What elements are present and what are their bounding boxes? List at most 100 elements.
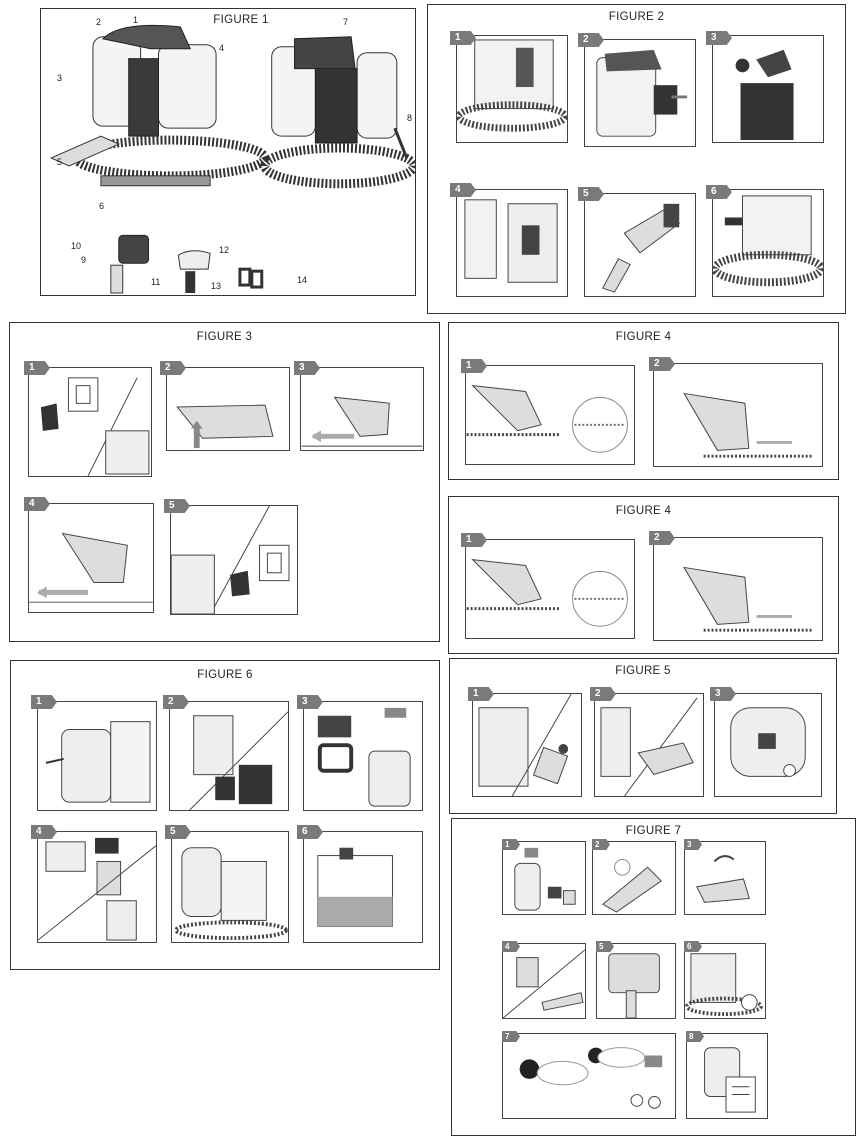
figure-2-step-4-number: 4: [450, 183, 476, 197]
figure-7-step-1-number: 1: [502, 839, 520, 850]
figure-7-title: FIGURE 7: [625, 825, 682, 837]
figure-6-step-1: [37, 701, 157, 811]
figure-2-step-1-number: 1: [450, 31, 476, 45]
figure-7-step-6: [684, 943, 766, 1019]
figure-3-step-1: [28, 367, 152, 477]
figure-6-step-1-number: 1: [31, 695, 57, 709]
figure-6-step-6-number: 6: [297, 825, 323, 839]
figure-5-step-3-number: 3: [710, 687, 736, 701]
figure-2-step-3: [712, 35, 824, 143]
figure-7-step-3-number: 3: [684, 839, 702, 850]
nozzle-head-illustration: [608, 953, 660, 1018]
figure-5-step-1-number: 1: [468, 687, 494, 701]
figure-4b-step-1-number: 1: [461, 533, 487, 547]
figure-4b-title: FIGURE 4: [615, 505, 672, 517]
figure-6-step-4-number: 4: [31, 825, 57, 839]
figure-6-step-3: [303, 701, 423, 811]
callout-9: 9: [81, 255, 87, 265]
figure-6-step-2: [169, 701, 289, 811]
figure-5-title: FIGURE 5: [615, 665, 671, 677]
figure-4a-step-2-number: 2: [649, 357, 675, 371]
brush-carpet-illustration: [466, 558, 628, 627]
callout-14: 14: [297, 275, 308, 285]
spray-backward-illustration: [301, 396, 423, 447]
figure-3-frame: FIGURE 3 1 2 3: [9, 322, 440, 642]
figure-3-step-2-number: 2: [160, 361, 186, 375]
figure-2-step-4: [456, 189, 568, 297]
figure-1-title: FIGURE 1: [213, 14, 269, 26]
clean-nozzle-illustration: [602, 859, 662, 913]
rinse-tank-illustration: [317, 707, 411, 807]
rinse-nozzle-illustration: [600, 697, 698, 796]
figure-2-step-2-number: 2: [578, 33, 604, 47]
figure-7-step-3: [684, 841, 766, 915]
callout-5: 5: [57, 157, 63, 167]
figure-3-step-3-number: 3: [294, 361, 320, 375]
unplug-illustration: [171, 506, 290, 614]
figure-2-step-6-number: 6: [706, 185, 732, 199]
figure-5-frame: FIGURE 5 1 2 3: [449, 658, 837, 814]
press-trigger-illustration: [176, 404, 274, 449]
scrub-back-forth-illustration: [683, 566, 812, 632]
replace-tank-illustration: [174, 847, 288, 941]
callout-8: 8: [407, 113, 413, 123]
nozzle-attach-illustration: [602, 203, 680, 293]
callout-11: 11: [151, 277, 161, 287]
figure-4a-step-1: [465, 365, 635, 465]
figure-4b-step-2: [653, 537, 823, 641]
figure-6-title: FIGURE 6: [197, 669, 253, 681]
scrub-back-forth-illustration: [683, 392, 812, 458]
figure-2-title: FIGURE 2: [608, 11, 665, 23]
figure-3-step-4-number: 4: [24, 497, 50, 511]
figure-3-step-2: [166, 367, 290, 451]
figure-4a-step-1-number: 1: [461, 359, 487, 373]
callout-3: 3: [57, 73, 63, 83]
brush-carpet-illustration: [466, 384, 628, 453]
nozzle-storage-illustration: [713, 195, 823, 287]
tank-faucet-illustration: [514, 847, 576, 911]
callout-7: 7: [343, 17, 349, 27]
figure-2-frame: FIGURE 2 1 2 3 4: [427, 4, 846, 314]
figure-6-step-6: [303, 831, 423, 943]
figure-5-step-3: [714, 693, 822, 797]
figure-2-step-1: [456, 35, 568, 143]
figure-4b-step-2-number: 2: [649, 531, 675, 545]
callout-10: 10: [71, 241, 82, 251]
figure-7-step-5: [596, 943, 676, 1019]
figure-6-step-4: [37, 831, 157, 943]
figure-6-step-3-number: 3: [297, 695, 323, 709]
figure-7-frame: FIGURE 7 1 2 3 4: [451, 818, 856, 1136]
figure-1-frame: FIGURE 1 1 2 3 4 5 6 7 8 9 10 11 12 13 1…: [40, 8, 416, 296]
callout-12: 12: [219, 245, 230, 255]
figure-7-step-2: [592, 841, 676, 915]
figure-4a-frame: FIGURE 4 1 2: [448, 322, 839, 480]
machine-front-illustration: [50, 24, 415, 294]
dirty-tank-removal-illustration: [45, 721, 151, 803]
disassemble-nozzle-illustration: [503, 949, 585, 1018]
clean-filter-illustration: [519, 1047, 663, 1109]
figure-7-step-8-number: 8: [686, 1031, 704, 1042]
figure-4b-step-1: [465, 539, 635, 639]
suction-pull-illustration: [29, 532, 153, 603]
callout-4: 4: [219, 43, 225, 53]
figure-3-step-5-number: 5: [164, 499, 190, 513]
figure-3-step-1-number: 1: [24, 361, 50, 375]
figure-2-step-6: [712, 189, 824, 297]
figure-6-frame: FIGURE 6 1 2 3: [10, 660, 440, 970]
figure-2-step-2: [584, 39, 696, 147]
figure-7-step-1: [502, 841, 586, 915]
figure-6-step-2-number: 2: [163, 695, 189, 709]
figure-7-step-8: [686, 1033, 768, 1119]
figure-2-step-5-number: 5: [578, 187, 604, 201]
drain-dirty-water-illustration: [478, 694, 572, 796]
store-machine-illustration: [730, 707, 806, 777]
plug-in-illustration: [40, 377, 150, 476]
dry-storage-illustration: [704, 1047, 756, 1113]
figure-4b-frame: FIGURE 4 1 2: [448, 496, 839, 654]
figure-7-step-2-number: 2: [592, 839, 610, 850]
figure-2-step-3-number: 3: [706, 31, 732, 45]
empty-tank-illustration: [189, 711, 288, 810]
figure-5-step-2: [594, 693, 704, 797]
machine-illustration: [457, 39, 567, 132]
figure-3-title: FIGURE 3: [196, 331, 253, 343]
